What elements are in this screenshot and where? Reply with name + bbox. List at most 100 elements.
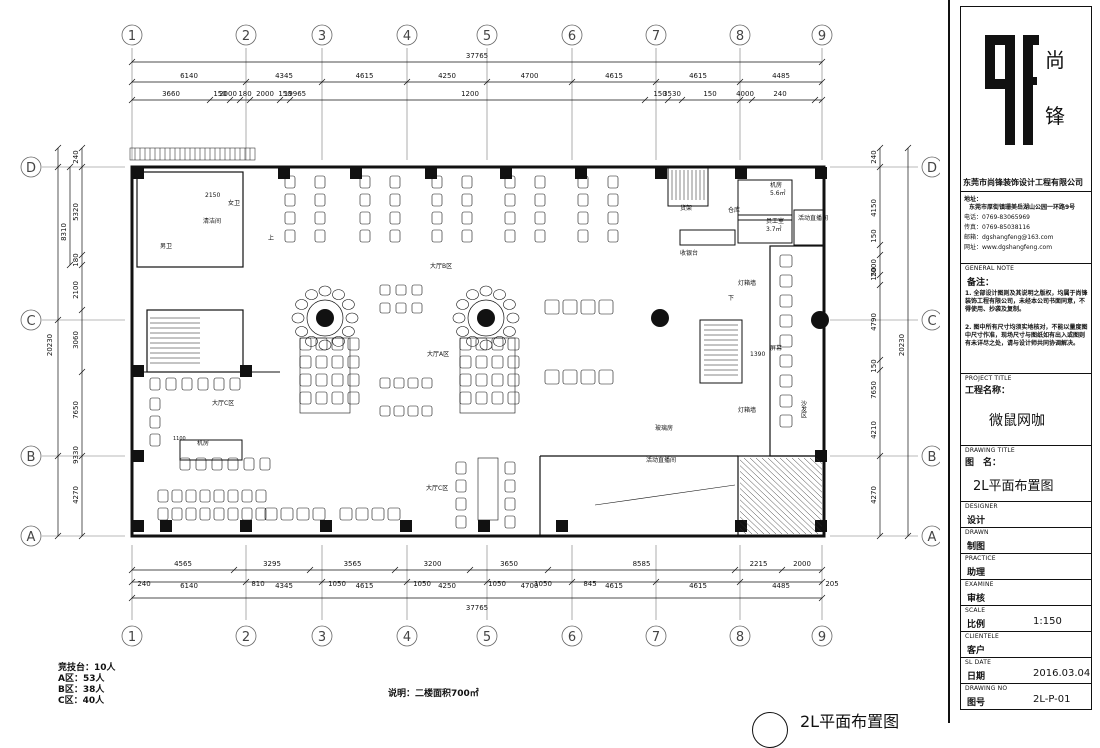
- dim-top-4: 4700: [521, 72, 539, 80]
- dim-top2-7: 1200: [461, 90, 479, 98]
- label-sofa: 沙发区: [800, 400, 807, 418]
- axis-bubble-bottom-9: 9: [811, 625, 833, 647]
- building-walls: [130, 165, 826, 538]
- dim-top2-6: 19965: [284, 90, 306, 98]
- axis-bubble-top-6: 6: [561, 24, 583, 46]
- row-label-en: SCALE: [965, 607, 986, 614]
- axis-grid-lines: [42, 48, 918, 620]
- address-label: 地址：: [964, 196, 983, 203]
- pc-stations: [149, 175, 793, 529]
- dim-left-7: 4270: [72, 486, 80, 504]
- axis-bubble-bottom-5: 5: [476, 625, 498, 647]
- website: 网址：www.dgshangfeng.com: [964, 244, 1053, 251]
- drawing-title-panel: DRAWING TITLE 图 名： 2L平面布置图: [960, 446, 1092, 502]
- dim-top2-8: 150: [653, 90, 666, 98]
- svg-text:7: 7: [652, 630, 660, 645]
- dim-top2-3: 180: [238, 90, 251, 98]
- svg-text:B: B: [27, 450, 36, 465]
- axis-bubble-bottom-4: 4: [396, 625, 418, 647]
- axis-bubble-bottom-7: 7: [645, 625, 667, 647]
- dim-bottom3-1: 4345: [275, 582, 293, 590]
- svg-text:3: 3: [318, 29, 326, 44]
- svg-text:B: B: [928, 450, 937, 465]
- label-screen: 屏幕: [770, 344, 782, 352]
- dim-bottom3-3: 4250: [438, 582, 456, 590]
- axis-bubble-top-8: 8: [729, 24, 751, 46]
- row-label-en: DRAWN: [965, 529, 989, 536]
- svg-text:9: 9: [818, 630, 826, 645]
- dim-bottom3-7: 4485: [772, 582, 790, 590]
- axis-bubble-right-D: D: [921, 156, 940, 178]
- axis-bubble-bottom-3: 3: [311, 625, 333, 647]
- project-name: 微鼠网咖: [989, 413, 1045, 429]
- axis-bubble-left-C: C: [20, 309, 42, 331]
- dim-left-4: 3060: [72, 331, 80, 349]
- dim-bottom2-3: 1050: [413, 580, 431, 588]
- dim-bottom1-1: 3295: [263, 560, 281, 568]
- label-hall-b: 大厅B区: [430, 262, 452, 270]
- svg-text:2: 2: [242, 29, 250, 44]
- svg-text:8: 8: [736, 29, 744, 44]
- svg-text:A: A: [928, 530, 937, 545]
- label-hall-c: 大厅C区: [212, 399, 234, 407]
- drawing-title-en: DRAWING TITLE: [965, 447, 1015, 454]
- axis-bubble-left-B: B: [20, 445, 42, 467]
- axis-bubble-top-7: 7: [645, 24, 667, 46]
- svg-text:A: A: [27, 530, 36, 545]
- dim-bottom1-3: 3200: [424, 560, 442, 568]
- dim-bottom3-6: 4615: [689, 582, 707, 590]
- dim-bottom2-5: 1050: [534, 580, 552, 588]
- general-note-en: GENERAL NOTE: [965, 265, 1015, 272]
- svg-text:5: 5: [483, 630, 491, 645]
- svg-text:3: 3: [318, 630, 326, 645]
- dim-top2-11: 4000: [736, 90, 754, 98]
- logo-char-1: 尚: [1045, 48, 1065, 72]
- axis-bubble-top-4: 4: [396, 24, 418, 46]
- phone: 电话：0769-83065969: [964, 214, 1030, 221]
- svg-text:C: C: [26, 314, 35, 329]
- svg-text:D: D: [26, 161, 36, 176]
- dim-left-3: 2100: [72, 281, 80, 299]
- row-label-cn: 图号: [967, 698, 986, 708]
- dim-bottom1-5: 8585: [633, 560, 651, 568]
- row-value: 1:150: [1033, 616, 1062, 627]
- row-label-cn: 审核: [967, 594, 986, 604]
- dim-top2-5: 150: [278, 90, 291, 98]
- dim-bottom2-2: 1050: [328, 580, 346, 588]
- axis-bubble-right-B: B: [921, 445, 940, 467]
- dim-right-0: 240: [870, 150, 878, 163]
- round-tables: [291, 285, 520, 351]
- row-label-en: EXAMINE: [965, 581, 994, 588]
- dim-total-bottom: 37765: [466, 604, 488, 612]
- company-logo-panel: 尚 锋 东莞市尚锋装饰设计工程有限公司: [960, 6, 1092, 192]
- drawing-title-cn: 图 名：: [965, 458, 1002, 468]
- seat-legend: 竞技台：10人 A区：53人 B区：38人 C区：40人: [58, 663, 116, 707]
- label-hall-c2: 大厅C区: [426, 484, 448, 492]
- dim-right-8: 4210: [870, 421, 878, 439]
- dim-2150: 2150: [205, 192, 220, 199]
- row-label-en: SL DATE: [965, 659, 992, 666]
- dim-right-4: 150: [870, 267, 878, 280]
- label-live1: 活动直播间: [798, 214, 828, 222]
- label-men-wc: 男卫: [160, 243, 172, 250]
- label-cashier: 收银台: [680, 249, 698, 257]
- dim-left-2: 180: [72, 253, 80, 266]
- dim-left-1: 5320: [72, 203, 80, 221]
- dim-left-5: 7650: [72, 401, 80, 419]
- dim-bottom3-4: 4700: [521, 582, 539, 590]
- dim-right-6: 150: [870, 359, 878, 372]
- axis-bubble-right-A: A: [921, 525, 940, 547]
- dim-left-6: 9330: [72, 446, 80, 464]
- legend-item: A区：53人: [58, 674, 105, 684]
- dim-bottom3-5: 4615: [605, 582, 623, 590]
- dim-right-outer: 20230: [898, 334, 906, 356]
- dim-top2-12: 240: [773, 90, 786, 98]
- room-labels: 大厅B区 大厅A区 大厅C区 大厅C区 男卫 女卫 清洁间 机房 机房 5.6㎡…: [160, 181, 828, 492]
- project-title-en: PROJECT TITLE: [965, 375, 1012, 382]
- dim-bottom1-4: 3650: [500, 560, 518, 568]
- dim-top-3: 4250: [438, 72, 456, 80]
- hatched-area: [740, 458, 822, 534]
